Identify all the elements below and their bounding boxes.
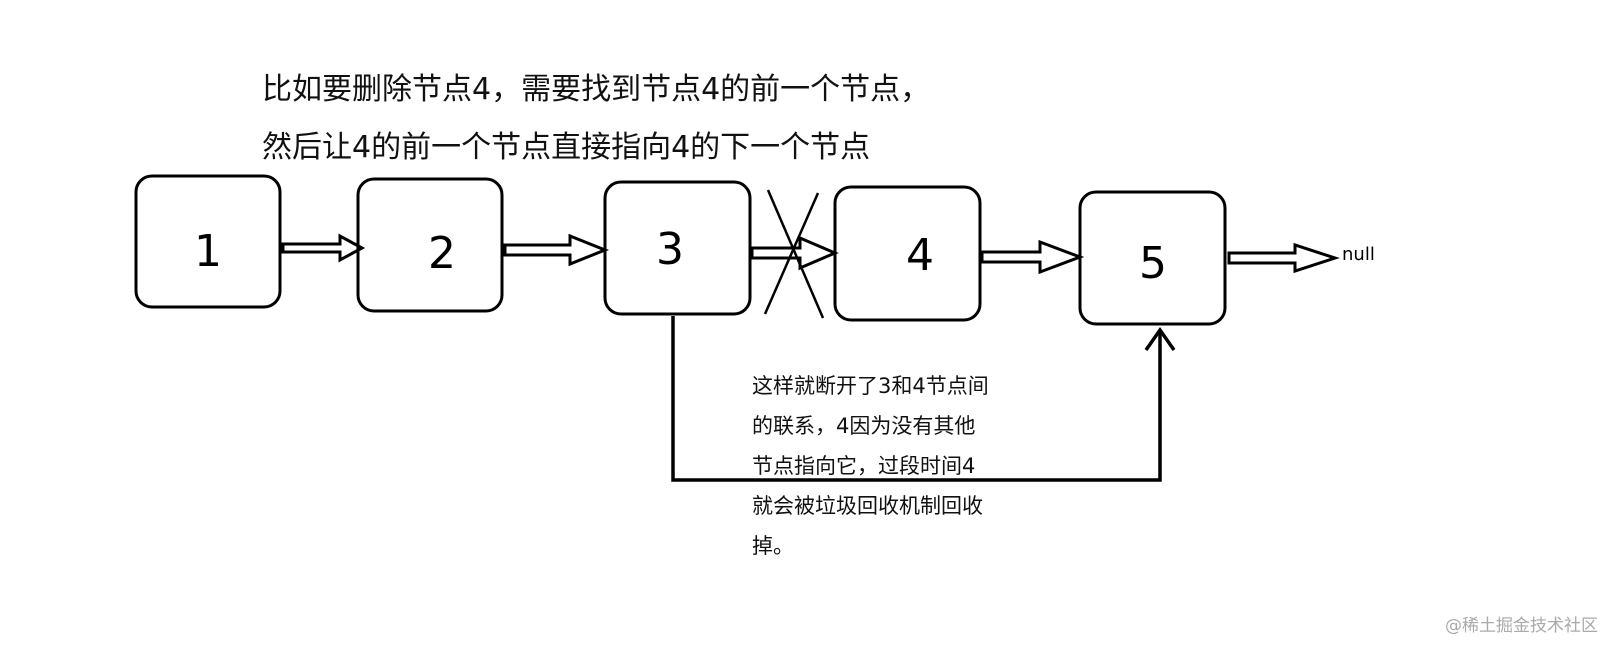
note-line-5: 掉。	[752, 534, 794, 558]
node-4-label: 4	[906, 230, 934, 281]
node-5-label: 5	[1139, 238, 1167, 289]
cross-mark	[763, 189, 825, 319]
node-3-label: 3	[656, 224, 684, 275]
watermark: @稀土掘金技术社区	[1445, 616, 1598, 636]
arrow-4-5	[980, 239, 1085, 275]
node-1: 1	[134, 174, 282, 309]
node-2: 2	[356, 177, 504, 313]
arrow-3-4	[750, 235, 839, 271]
null-label: null	[1342, 244, 1375, 265]
arrow-5-null	[1227, 242, 1340, 274]
title-line-1: 比如要删除节点4，需要找到节点4的前一个节点，	[262, 72, 931, 107]
explanation-note: 这样就断开了3和4节点间的联系，4因为没有其他节点指向它，过段时间4 就会被垃圾回…	[752, 366, 989, 566]
bypass-arrowhead	[1144, 326, 1176, 352]
note-line-1: 这样就断开了3和4节点间	[752, 374, 989, 398]
node-5: 5	[1078, 190, 1227, 326]
note-line-2: 的联系，4因为没有其他	[752, 414, 976, 438]
node-1-label: 1	[194, 226, 222, 277]
title-line-2: 然后让4的前一个节点直接指向4的下一个节点	[262, 130, 871, 165]
node-4: 4	[833, 185, 982, 322]
arrow-2-3	[503, 233, 610, 267]
arrow-1-2	[281, 233, 366, 263]
bypass-link-3-to-5	[671, 316, 1162, 482]
node-2-label: 2	[428, 228, 456, 279]
note-line-4: 就会被垃圾回收机制回收	[752, 494, 983, 518]
node-3: 3	[603, 180, 752, 316]
note-line-3: 节点指向它，过段时间4	[752, 454, 976, 478]
